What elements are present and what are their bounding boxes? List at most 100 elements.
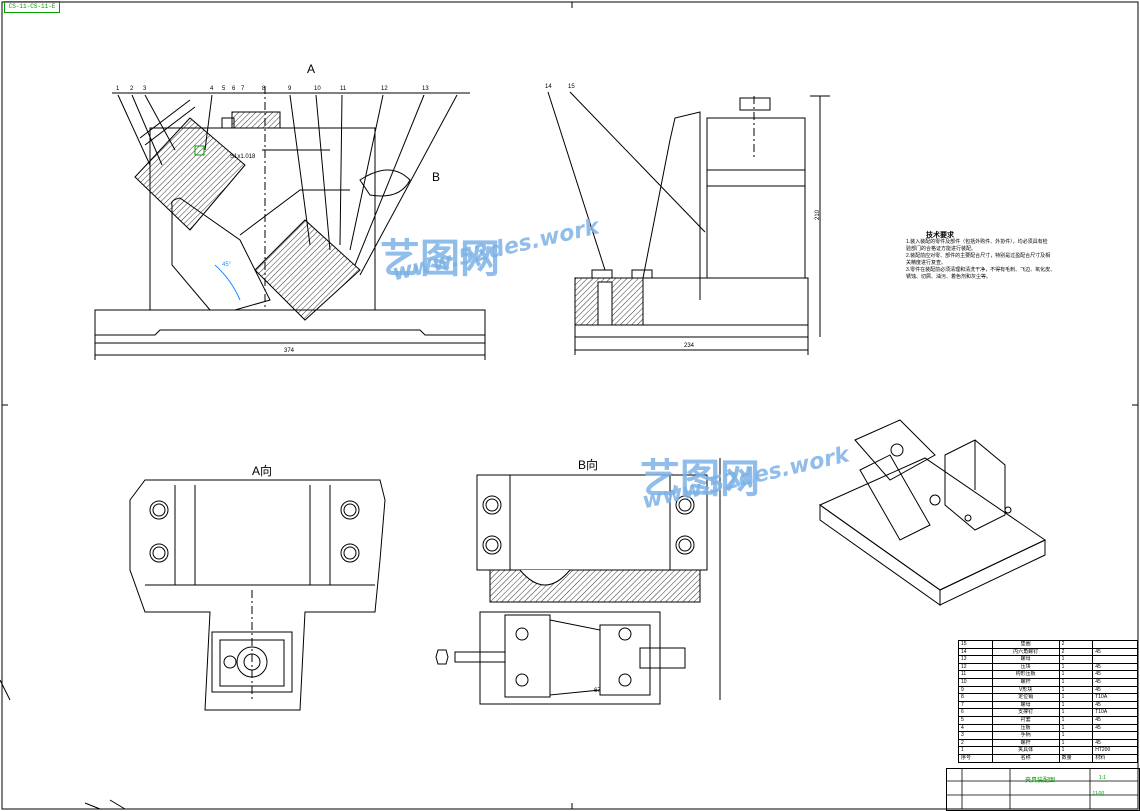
bom-cell — [1092, 640, 1138, 649]
bom-cell: 1 — [1058, 662, 1094, 672]
bom-cell: 45 — [1092, 662, 1138, 672]
bom-row: 序号名称数量材料 — [958, 753, 1138, 763]
part-callout-6: 6 — [232, 86, 236, 92]
part-callout-3: 3 — [143, 86, 147, 92]
bom-cell: 4 — [958, 723, 993, 733]
bom-cell: 8 — [958, 693, 993, 702]
title-block: 夹具装配图 1:1 JJ-00 — [946, 768, 1140, 811]
bom-cell: 1 — [1058, 677, 1094, 687]
bom-cell: 2 — [958, 738, 993, 748]
bom-cell: T10A — [1092, 708, 1138, 717]
bom-cell: 1 — [1058, 738, 1094, 748]
bom-cell: 11 — [958, 670, 993, 679]
bom-cell: 12 — [958, 662, 993, 672]
tech-line: 1.装入装配的零件及部件（包括外购件、外协件），均必须具有检 — [906, 239, 1048, 245]
bom-cell: 45 — [1092, 715, 1138, 725]
part-callout-1: 1 — [116, 86, 120, 92]
bom-cell: 1 — [1058, 708, 1094, 717]
tech-line: 关精度进行复查。 — [906, 260, 947, 266]
bom-cell: 垫圈 — [991, 640, 1060, 649]
bom-cell: 15 — [958, 640, 993, 649]
bom-cell: 3 — [958, 731, 993, 740]
part-callout-13: 13 — [422, 86, 429, 92]
bom-cell: 7 — [958, 700, 993, 710]
bom-cell: 衬套 — [991, 715, 1060, 725]
bom-cell: 1 — [958, 746, 993, 755]
part-callout-4: 4 — [210, 86, 214, 92]
bom-cell: 1 — [1058, 700, 1094, 710]
view-label-a-direction: A向 — [252, 464, 273, 478]
bom-cell: 1 — [1058, 670, 1094, 679]
bom-cell: 5 — [958, 715, 993, 725]
bom-cell: 定位销 — [991, 693, 1060, 702]
bom-cell: 螺杆 — [991, 738, 1060, 748]
technical-requirements-title: 技术要求 — [926, 232, 954, 239]
bom-cell: 45 — [1092, 677, 1138, 687]
bom-cell: 45 — [1092, 647, 1138, 657]
bom-cell: 45 — [1092, 685, 1138, 695]
bom-cell: 数量 — [1058, 753, 1094, 763]
part-callout-10: 10 — [314, 86, 321, 92]
bom-cell: 手柄 — [991, 731, 1060, 740]
bom-cell: 1 — [1058, 715, 1094, 725]
bom-cell: 钩形压板 — [991, 670, 1060, 679]
drawing-number-box: CS-11-CS-11-E — [4, 1, 60, 13]
part-callout-7: 7 — [241, 86, 245, 92]
watermark-logo-1: 艺图网 — [380, 236, 500, 282]
drawing-code: JJ-00 — [1092, 791, 1105, 797]
bom-cell: 1 — [1058, 731, 1094, 740]
dim-main-width: 374 — [284, 348, 295, 354]
bom-cell: 1 — [1058, 693, 1094, 702]
drawing-title: 夹具装配图 — [1025, 778, 1056, 784]
bom-cell: 2 — [1058, 640, 1094, 649]
tech-line: 2.装配前应对零、部件的主要配合尺寸，特别是过盈配合尺寸及相 — [906, 253, 1051, 259]
bom-cell — [1092, 731, 1138, 740]
bom-cell: 45 — [1092, 700, 1138, 710]
bom-cell: 1 — [1058, 655, 1094, 664]
part-callout-5: 5 — [222, 86, 226, 92]
part-callout-11: 11 — [340, 86, 347, 92]
bom-cell: 13 — [958, 655, 993, 664]
part-callout-14: 14 — [545, 84, 552, 90]
corner-marks — [0, 679, 126, 810]
bom-cell: 1 — [1058, 723, 1094, 733]
bom-cell: 名称 — [991, 753, 1060, 763]
bom-cell: 支撑钉 — [991, 708, 1060, 717]
title-block-grid — [946, 768, 1138, 809]
dim-side-width: 234 — [684, 343, 695, 349]
technical-requirements: 技术要求 1.装入装配的零件及部件（包括外购件、外协件），均必须具有检 验部门的… — [906, 232, 1076, 281]
a-view — [129, 479, 386, 711]
bom-cell: 6 — [958, 708, 993, 717]
bom-cell: 45 — [1092, 670, 1138, 679]
dim-main-slot: S1x1.018 — [230, 154, 256, 160]
tech-line: 验部门的合格证方能进行装配。 — [906, 246, 977, 252]
bom-cell: T10A — [1092, 693, 1138, 702]
bom-cell: 压块 — [991, 662, 1060, 672]
dim-angle: 45° — [222, 262, 232, 268]
bom-cell: 1 — [1058, 685, 1094, 695]
bom-cell: 45 — [1092, 738, 1138, 748]
bom-cell: 材料 — [1092, 753, 1138, 763]
bom-cell: 夹具体 — [991, 746, 1060, 755]
bom-cell: 2 — [1058, 647, 1094, 657]
bom-cell: 序号 — [958, 753, 993, 763]
view-label-b-direction: B向 — [578, 458, 599, 472]
tech-line: 锈蚀、切屑、油污、着色剂和灰尘等。 — [906, 274, 992, 280]
bom-cell: 压板 — [991, 723, 1060, 733]
bom-cell: 内六角螺钉 — [991, 647, 1060, 657]
isometric-view — [818, 419, 1046, 606]
part-callout-9: 9 — [288, 86, 292, 92]
bom-cell: 10 — [958, 677, 993, 687]
